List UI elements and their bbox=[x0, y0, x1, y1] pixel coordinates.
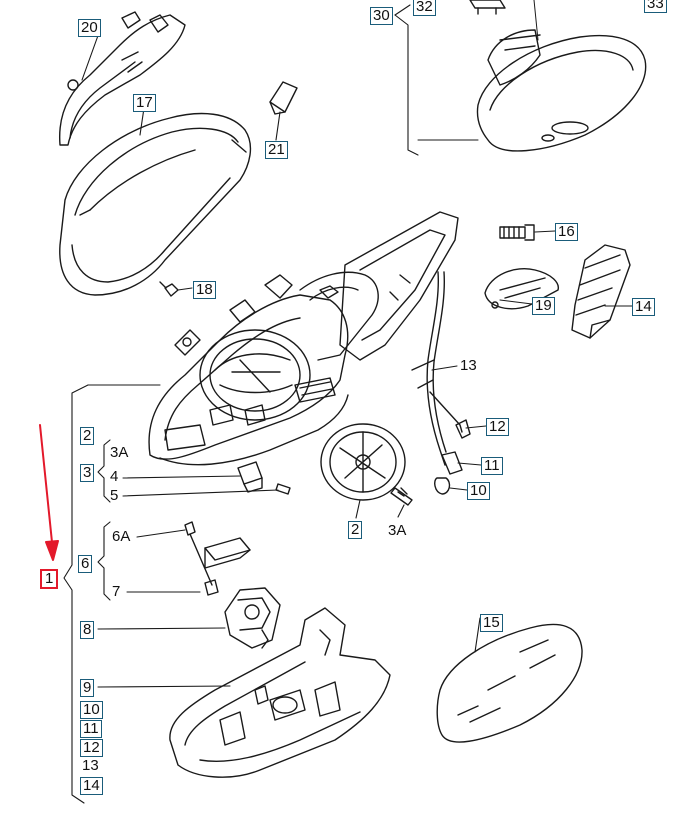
callout-14-list[interactable]: 14 bbox=[80, 777, 103, 795]
callout-11-list[interactable]: 11 bbox=[80, 720, 102, 738]
callout-6a: 6A bbox=[112, 528, 131, 545]
callout-30[interactable]: 30 bbox=[370, 7, 393, 25]
part-32-connector bbox=[469, 0, 506, 15]
part-9-lower-housing bbox=[169, 607, 391, 778]
part-16-bolt bbox=[499, 224, 535, 241]
callout-13-list: 13 bbox=[82, 757, 99, 774]
callout-13-top: 13 bbox=[460, 357, 477, 374]
wiring-harness bbox=[411, 271, 471, 495]
part-17-mirror-cap bbox=[59, 112, 252, 296]
part-18-screw bbox=[159, 281, 179, 297]
callout-12-list[interactable]: 12 bbox=[80, 739, 103, 757]
part-3a-screw bbox=[390, 487, 413, 506]
callout-8[interactable]: 8 bbox=[80, 621, 95, 639]
callout-12-top[interactable]: 12 bbox=[486, 418, 509, 436]
callout-7: 7 bbox=[112, 583, 121, 600]
part-19-clip bbox=[484, 268, 559, 310]
callout-2-part[interactable]: 2 bbox=[348, 521, 363, 539]
callout-11-top[interactable]: 11 bbox=[481, 457, 503, 475]
callout-17[interactable]: 17 bbox=[133, 94, 156, 112]
callout-21[interactable]: 21 bbox=[265, 141, 288, 159]
part-20-turn-signal bbox=[58, 11, 186, 146]
callout-9[interactable]: 9 bbox=[80, 679, 95, 697]
callout-6[interactable]: 6 bbox=[78, 555, 93, 573]
part-6a-bracket bbox=[184, 521, 251, 596]
callout-19[interactable]: 19 bbox=[532, 297, 555, 315]
callout-10-top[interactable]: 10 bbox=[467, 482, 490, 500]
callout-3a-part: 3A bbox=[388, 522, 407, 539]
callout-4: 4 bbox=[110, 468, 119, 485]
callout-16[interactable]: 16 bbox=[555, 223, 578, 241]
callout-5: 5 bbox=[110, 487, 119, 504]
red-indicator-arrow bbox=[39, 424, 59, 561]
callout-15[interactable]: 15 bbox=[480, 614, 503, 632]
callout-3a-list: 3A bbox=[110, 444, 129, 461]
callout-20[interactable]: 20 bbox=[78, 19, 101, 37]
part-2-adjust-motor bbox=[320, 423, 406, 501]
leader-lines bbox=[63, 4, 633, 804]
part-5-screw bbox=[275, 483, 291, 495]
callout-33[interactable]: 33 bbox=[644, 0, 667, 13]
callout-14-top[interactable]: 14 bbox=[632, 298, 655, 316]
callout-3[interactable]: 3 bbox=[80, 464, 95, 482]
part-21-clip bbox=[269, 81, 298, 115]
part-15-mirror-glass bbox=[436, 623, 583, 743]
part-14-module bbox=[571, 244, 631, 339]
callout-18[interactable]: 18 bbox=[193, 281, 216, 299]
callout-2-list[interactable]: 2 bbox=[80, 427, 95, 445]
callout-32[interactable]: 32 bbox=[413, 0, 436, 16]
mirror-housing-assembly bbox=[148, 211, 459, 466]
part-4-lamp bbox=[237, 461, 263, 493]
part-30-interior-mirror bbox=[476, 0, 647, 152]
callout-10-list[interactable]: 10 bbox=[80, 701, 103, 719]
part-8-motor bbox=[224, 587, 281, 649]
callout-1-selected[interactable]: 1 bbox=[40, 569, 59, 589]
